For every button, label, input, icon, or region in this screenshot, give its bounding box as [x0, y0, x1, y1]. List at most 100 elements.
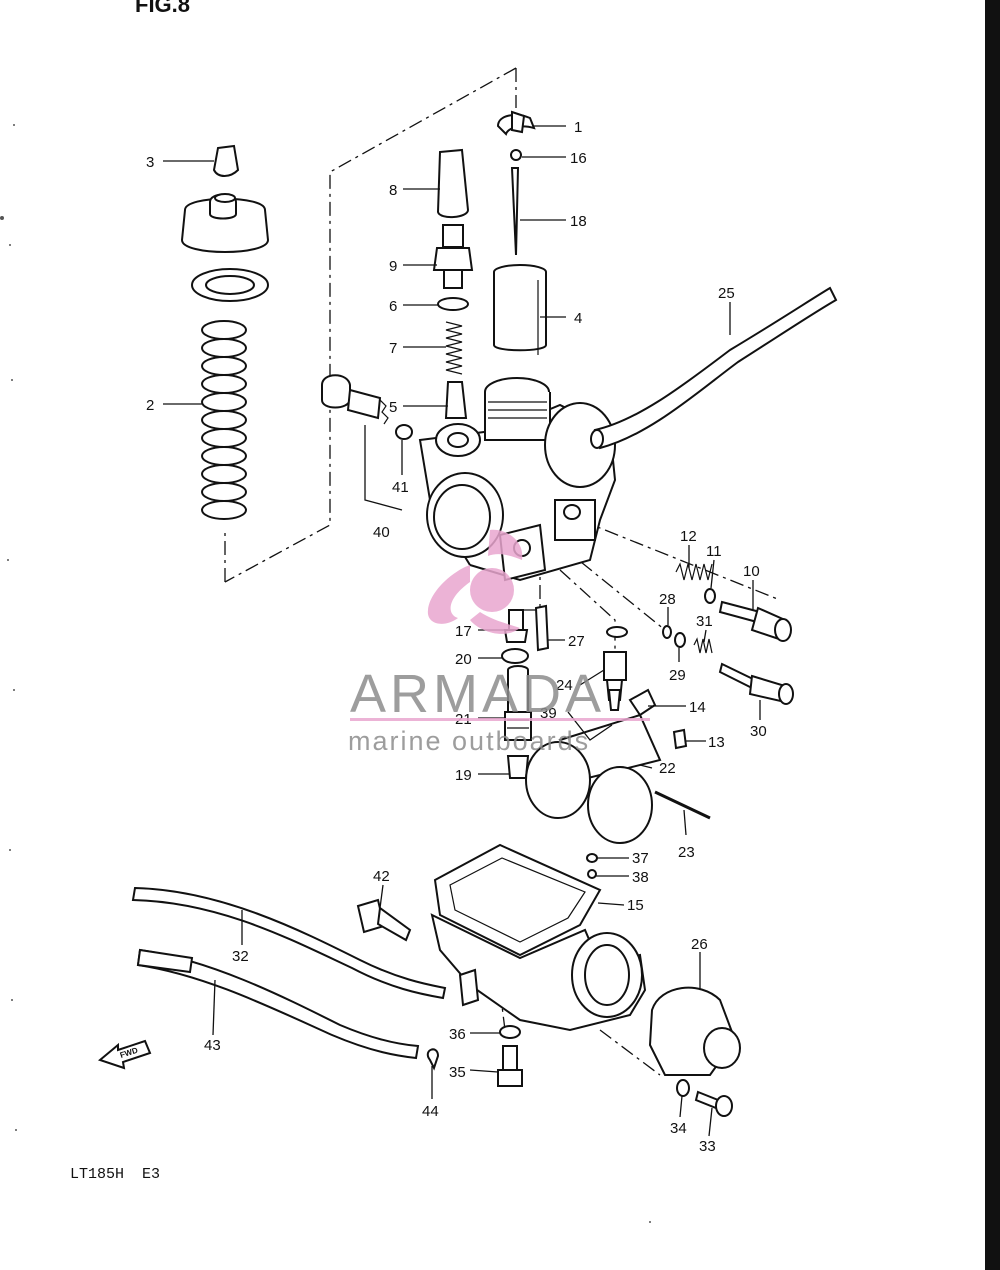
callout-5: 5: [389, 399, 397, 416]
callout-20: 20: [455, 651, 472, 668]
top-cap: [180, 193, 270, 253]
part-31-spring: [693, 637, 713, 654]
margin-specks: [0, 124, 651, 1223]
part-26-chamber-cover: [648, 986, 741, 1076]
callout-24: 24: [556, 677, 573, 694]
callout-38: 38: [632, 869, 649, 886]
part-1-clip: [496, 110, 536, 136]
callout-28: 28: [659, 591, 676, 608]
callout-30: 30: [750, 723, 767, 740]
callout-27: 27: [568, 633, 585, 650]
part-42-fitting: [356, 898, 412, 942]
part-43-hose: [136, 948, 420, 1060]
part-30-pilot-screw: [718, 662, 794, 705]
callout-32: 32: [232, 948, 249, 965]
part-16-e-ring: [510, 149, 522, 161]
part-39-float-needle: [607, 689, 622, 711]
part-21-main-jet-holder: [504, 665, 532, 741]
page-border: [985, 0, 1000, 1270]
callout-34: 34: [670, 1120, 687, 1137]
part-2-throttle-spring: [201, 320, 247, 520]
part-34-washer: [676, 1079, 690, 1097]
part-36-washer: [499, 1025, 521, 1039]
part-40-starter-assembly: [321, 374, 413, 440]
callout-2: 2: [146, 397, 154, 414]
part-20-o-ring: [501, 648, 529, 664]
part-9-adjuster: [432, 224, 474, 289]
callout-41: 41: [392, 479, 409, 496]
callout-10: 10: [743, 563, 760, 580]
callout-18: 18: [570, 213, 587, 230]
armada-watermark: ARMADA marine outboards: [348, 529, 650, 756]
part-28-washer: [662, 625, 672, 639]
figure-title: FIG.8: [135, 0, 190, 17]
callout-12: 12: [680, 528, 697, 545]
callout-35: 35: [449, 1064, 466, 1081]
dash-pilot-screw: [559, 544, 666, 631]
callout-42: 42: [373, 868, 390, 885]
part-3-cap-nut: [212, 144, 240, 177]
cap-washer: [191, 268, 269, 302]
dash-group-top: [224, 67, 517, 583]
part-44-clip: [426, 1048, 440, 1071]
part-7-spring: [445, 321, 463, 375]
callout-29: 29: [669, 667, 686, 684]
callout-26: 26: [691, 936, 708, 953]
callout-14: 14: [689, 699, 706, 716]
callout-4: 4: [574, 310, 582, 327]
callout-44: 44: [422, 1103, 439, 1120]
callout-31: 31: [696, 613, 713, 630]
dash-needle-jet: [520, 558, 541, 611]
part-4-throttle-valve: [493, 264, 547, 355]
hose-end: [590, 429, 604, 449]
model-label: LT185H E3: [70, 1166, 160, 1183]
callout-40: 40: [373, 524, 390, 541]
watermark-brand: ARMADA: [350, 664, 605, 724]
part-35-drain-screw: [497, 1045, 523, 1087]
callout-numbers: 1 16 18 4 3 2 8 9 6 7 5 41 40 25 12 11 1…: [146, 119, 767, 1155]
hose-43-sleeve: [136, 948, 194, 974]
callout-6: 6: [389, 298, 397, 315]
callout-37: 37: [632, 850, 649, 867]
callout-11: 11: [706, 543, 722, 560]
part-14-plate: [628, 688, 657, 717]
part-11-washer: [704, 588, 716, 604]
part-23-float-pin: [654, 790, 711, 820]
callout-39: 39: [540, 705, 557, 722]
dash-chamber: [599, 1029, 661, 1076]
part-33-screw: [694, 1090, 733, 1117]
fwd-arrow-icon: FWD: [97, 1039, 152, 1070]
callout-15: 15: [627, 897, 644, 914]
callout-23: 23: [678, 844, 695, 861]
armada-logo-icon: [427, 529, 523, 634]
callout-1: 1: [574, 119, 582, 136]
callout-17: 17: [455, 623, 472, 640]
watermark-tagline: marine outboards: [348, 726, 590, 756]
carburetor-body: [418, 377, 617, 582]
part-o-ring-float-valve: [606, 626, 628, 638]
part-37-washer: [586, 853, 598, 863]
part-12-spring: [675, 562, 713, 581]
callout-13: 13: [708, 734, 725, 751]
part-29-o-ring: [674, 632, 686, 648]
callout-3: 3: [146, 154, 154, 171]
part-8-cap-boot: [436, 148, 470, 218]
callout-8: 8: [389, 182, 397, 199]
part-15-float-chamber-gasket: [433, 843, 602, 957]
callout-19: 19: [455, 767, 472, 784]
part-19-main-jet: [506, 755, 530, 779]
callout-9: 9: [389, 258, 397, 275]
part-5-plunger: [444, 381, 468, 419]
part-22-float: [525, 713, 662, 844]
callout-22: 22: [659, 760, 676, 777]
callout-7: 7: [389, 340, 397, 357]
dash-adjust-screw: [579, 519, 781, 601]
callout-33: 33: [699, 1138, 716, 1155]
part-38-o-ring: [587, 869, 597, 879]
float-chamber: [430, 913, 647, 1032]
part-25-vent-hose: [593, 286, 838, 450]
part-13-screw: [672, 728, 688, 750]
part-27-jet: [534, 604, 550, 652]
watermark-rule: [350, 718, 650, 721]
